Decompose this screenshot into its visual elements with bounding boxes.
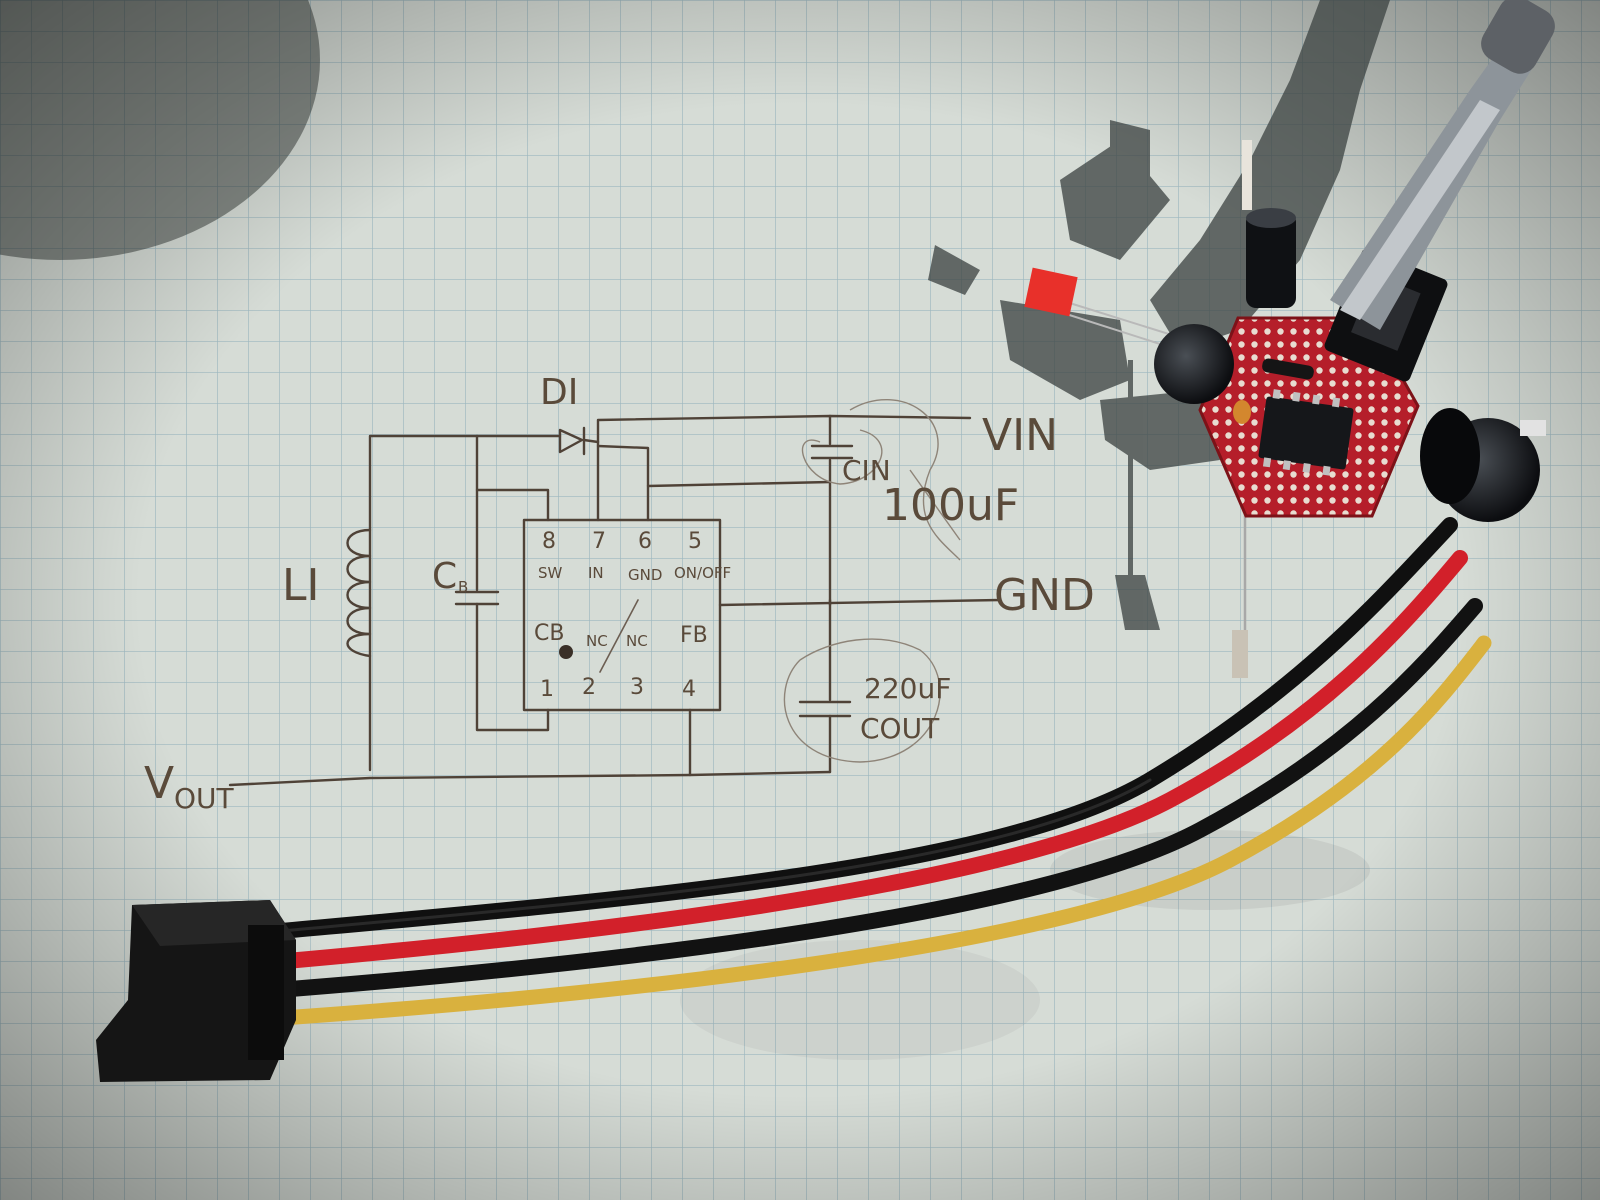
ceramic-capacitor [1233, 400, 1251, 424]
cout-label: COUT [860, 712, 940, 745]
pin-7-number: 7 [592, 529, 606, 554]
pin-4-name: FB [680, 623, 708, 648]
schematic-wires [228, 414, 1002, 787]
pin-7-name: IN [588, 564, 604, 582]
inductor-l1-symbol [346, 528, 372, 658]
pin-4-number: 4 [682, 677, 696, 702]
helping-hands-shadow [928, 0, 1390, 630]
wire-red [267, 550, 1468, 970]
red-led [1024, 267, 1078, 317]
diode-d1-symbol [558, 426, 600, 456]
input-capacitor [1246, 212, 1296, 308]
capacitor-cout-symbol [783, 638, 941, 763]
wire-yellow [274, 635, 1492, 1026]
capacitor-cb-symbol [454, 590, 500, 606]
l1-label: LI [282, 560, 320, 611]
cb-label: C [432, 556, 457, 597]
pin-1-number: 1 [540, 677, 554, 702]
cout-value: 220uF [864, 672, 951, 705]
d1-label: DI [540, 372, 578, 413]
pcb-assembly [1024, 0, 1555, 678]
ic-top-pins: 8 SW 7 IN 6 GND 5 ON/OFF [538, 529, 731, 584]
sata-power-cable [262, 517, 1492, 1026]
vin-label: VIN [982, 410, 1058, 461]
wire-black-2 [270, 598, 1483, 998]
sata-connector [96, 900, 296, 1082]
vout-subscript: OUT [174, 782, 235, 815]
cin-value: 100uF [882, 480, 1019, 531]
cin-label: CIN [842, 454, 891, 487]
dip8-chip [1258, 396, 1354, 470]
pin-5-name: ON/OFF [674, 564, 731, 582]
pin-5-number: 5 [688, 529, 702, 554]
ic-internal-gnd-link [599, 599, 639, 673]
capacitor-cin-symbol [801, 429, 883, 485]
gnd-label: GND [994, 570, 1095, 621]
pin-8-number: 8 [542, 529, 556, 554]
schottky-diode [1262, 358, 1314, 380]
ic-bottom-pins: CB 1 NC 2 NC 3 FB 4 [534, 621, 708, 702]
pin-6-number: 6 [638, 529, 652, 554]
pin-6-name: GND [628, 566, 662, 584]
pin-8-name: SW [538, 564, 563, 582]
pencil-sketch-lines [849, 399, 961, 561]
ic-package-outline [522, 518, 722, 712]
pin-3-number: 3 [630, 675, 644, 700]
pin-1-name: CB [534, 621, 564, 646]
pin-3-name: NC [626, 632, 648, 650]
helping-hands-arm [1481, 0, 1555, 74]
pin-2-name: NC [586, 632, 608, 650]
output-capacitor [1154, 324, 1234, 404]
vout-label: V [144, 758, 174, 809]
pin-2-number: 2 [582, 675, 596, 700]
cb-subscript: B [458, 578, 468, 596]
ic-pin1-dot [559, 645, 573, 659]
dark-corner-shadow [0, 0, 320, 260]
